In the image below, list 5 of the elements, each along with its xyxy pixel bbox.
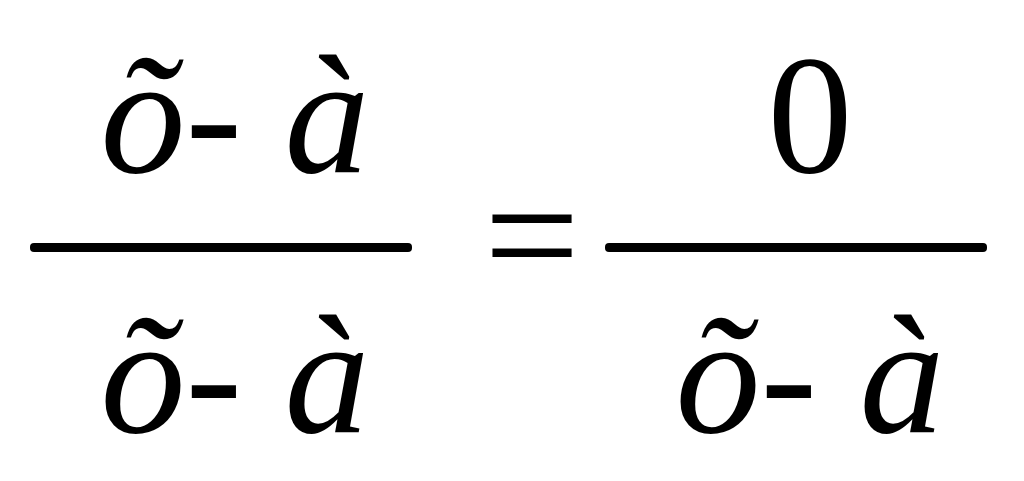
numerator-expression: õ- à xyxy=(100,30,370,200)
equals-sign: = xyxy=(484,150,580,320)
denominator-expression: õ- à xyxy=(675,290,945,460)
numerator-value: 0 xyxy=(767,30,853,200)
denominator-expression: õ- à xyxy=(100,290,370,460)
